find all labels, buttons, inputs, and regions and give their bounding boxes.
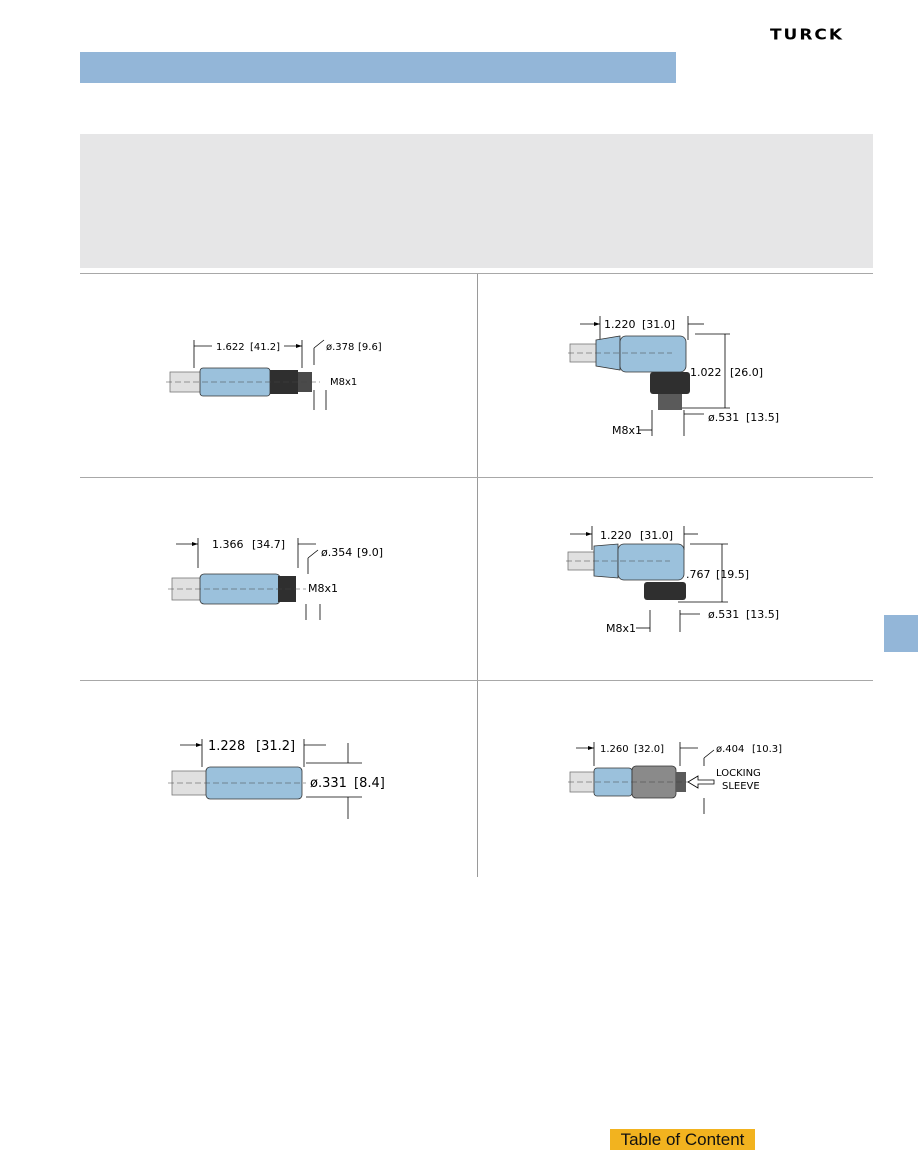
diameter-mm-label: [9.6] bbox=[358, 342, 382, 353]
diameter-label: ø.378 bbox=[326, 342, 354, 353]
diameter-mm-label: [13.5] bbox=[746, 411, 779, 424]
length-label: 1.220 bbox=[600, 529, 632, 542]
thread-label: M8x1 bbox=[330, 377, 357, 388]
length-label: 1.260 bbox=[600, 744, 629, 755]
thread-label: M8x1 bbox=[308, 582, 338, 595]
dimension-drawing-straight-male: 1.622 [41.2] ø.378 [9.6] M8x1 bbox=[166, 339, 382, 410]
thread-label: M8x1 bbox=[606, 622, 636, 635]
diameter-label: ø.354 bbox=[321, 546, 352, 559]
diameter-mm-label: [10.3] bbox=[752, 744, 782, 755]
dimension-drawing-right-angle-male-2: 1.220 [31.0] .767 [19.5] ø.531 [13.5] M8… bbox=[566, 526, 779, 635]
turck-logo: TURCK bbox=[770, 26, 844, 42]
diameter-mm-label: [8.4] bbox=[354, 776, 385, 791]
length-label: 1.220 bbox=[604, 318, 636, 331]
description-panel bbox=[80, 134, 873, 268]
length-mm-label: [41.2] bbox=[250, 342, 280, 353]
table-of-content-link[interactable]: Table of Content bbox=[610, 1129, 755, 1150]
length-label: 1.622 bbox=[216, 342, 245, 353]
length-mm-label: [31.0] bbox=[642, 318, 675, 331]
row-divider bbox=[80, 477, 873, 478]
height-label: 1.022 bbox=[690, 366, 722, 379]
dimension-drawing-straight-female: 1.228 [31.2] ø.331 [8.4] bbox=[168, 739, 385, 819]
length-mm-label: [34.7] bbox=[252, 538, 285, 551]
section-title-bar bbox=[80, 52, 676, 83]
row-divider bbox=[80, 680, 873, 681]
diameter-mm-label: [9.0] bbox=[357, 546, 383, 559]
height-mm-label: [26.0] bbox=[730, 366, 763, 379]
diameter-label: ø.531 bbox=[708, 411, 739, 424]
row-divider bbox=[80, 273, 873, 274]
brand-text: TURCK bbox=[770, 26, 844, 42]
dimension-drawing-locking-sleeve: 1.260 [32.0] ø.404 [10.3] LOCKING SLEEVE bbox=[568, 742, 782, 814]
diameter-label: ø.331 bbox=[310, 776, 347, 791]
dimension-drawing-straight-male-2: 1.366 [34.7] ø.354 [9.0] M8x1 bbox=[168, 538, 383, 620]
section-side-tab[interactable] bbox=[884, 615, 918, 652]
thread-label: M8x1 bbox=[612, 424, 642, 437]
column-divider bbox=[477, 273, 478, 877]
diameter-label: ø.531 bbox=[708, 608, 739, 621]
dimension-drawing-right-angle-male: 1.220 [31.0] 1.022 [26.0] ø.531 [13.5] M… bbox=[568, 316, 779, 437]
diameter-mm-label: [13.5] bbox=[746, 608, 779, 621]
length-mm-label: [31.2] bbox=[256, 739, 295, 754]
length-label: 1.366 bbox=[212, 538, 244, 551]
height-mm-label: [19.5] bbox=[716, 568, 749, 581]
locking-sleeve-label-2: SLEEVE bbox=[722, 781, 760, 792]
diameter-label: ø.404 bbox=[716, 744, 744, 755]
length-mm-label: [32.0] bbox=[634, 744, 664, 755]
height-label: .767 bbox=[686, 568, 711, 581]
locking-sleeve-label: LOCKING bbox=[716, 768, 761, 779]
length-mm-label: [31.0] bbox=[640, 529, 673, 542]
length-label: 1.228 bbox=[208, 739, 245, 754]
